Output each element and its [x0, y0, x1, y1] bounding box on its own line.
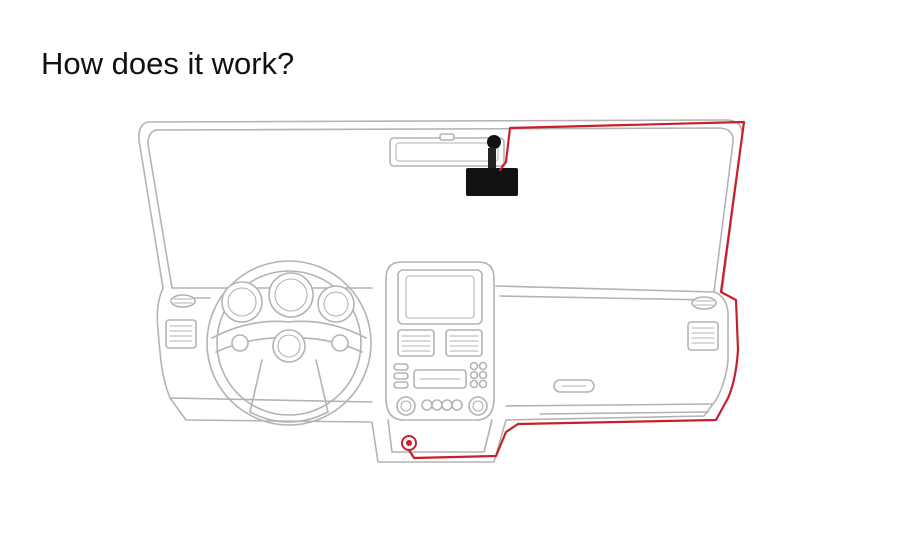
steering-wheel [206, 260, 372, 426]
center-console [385, 261, 495, 421]
socket-icon [401, 435, 417, 451]
right-air-vent [687, 321, 719, 351]
page-title: How does it work? [41, 46, 295, 81]
left-speaker-vent [170, 294, 196, 308]
rearview-mirror [389, 133, 505, 167]
right-speaker-vent [691, 296, 717, 310]
cable-route [407, 120, 746, 460]
dash-cam-icon [466, 135, 518, 196]
left-air-vent [165, 319, 197, 349]
glovebox-handle [553, 379, 595, 393]
